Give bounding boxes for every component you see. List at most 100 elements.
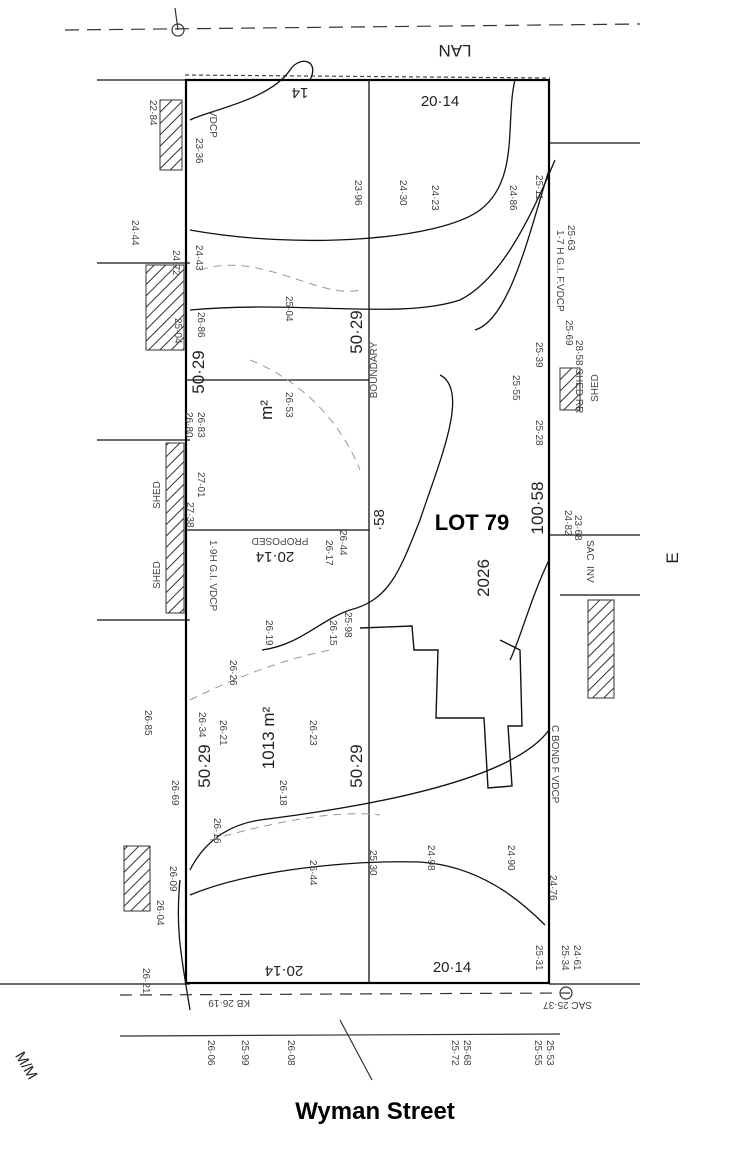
svg-text:25·31: 25·31: [533, 945, 544, 971]
left-lower-depth: 50·29: [195, 744, 214, 787]
mid-fraction: ·58: [371, 509, 388, 531]
mid-depth-lower: 50·29: [347, 744, 366, 787]
svg-text:25·04: 25·04: [283, 296, 294, 322]
svg-text:24·43: 24·43: [193, 245, 204, 271]
svg-text:26·34: 26·34: [196, 712, 207, 738]
svg-text:INV: INV: [584, 566, 595, 583]
svg-text:25·99: 25·99: [239, 1040, 250, 1066]
svg-text:25·69: 25·69: [563, 320, 574, 346]
svg-text:24·82: 24·82: [562, 510, 573, 536]
svg-text:26·85: 26·85: [142, 710, 153, 736]
svg-text:28·58 SHED RR: 28·58 SHED RR: [573, 340, 584, 413]
svg-text:25·11: 25·11: [533, 175, 544, 200]
sheds: [123, 99, 615, 912]
subdivision-lines: [186, 80, 370, 983]
svg-text:22·84: 22·84: [147, 100, 158, 126]
svg-text:26·15: 26·15: [327, 620, 338, 646]
svg-text:26·17: 26·17: [323, 540, 334, 566]
left-upper-depth: 50·29: [189, 350, 208, 393]
boundary-label: BOUNDARY: [369, 341, 380, 398]
easement-letter: E: [663, 552, 682, 563]
lot-label: LOT 79: [435, 510, 510, 535]
svg-text:25·28: 25·28: [533, 420, 544, 446]
proposed-label: PROPOSED: [252, 535, 309, 546]
svg-text:24·44: 24·44: [129, 220, 140, 246]
front-left-width: 20·14: [265, 962, 303, 979]
svg-text:25·63: 25·63: [565, 225, 576, 251]
svg-text:25·53: 25·53: [544, 1040, 555, 1066]
front-lot-area: 1013 m²: [259, 706, 278, 769]
svg-text:26·16: 26·16: [211, 818, 222, 844]
spot-levels: 22·84 23·36 23·96 24·30 24·23 24·86 25·1…: [129, 100, 583, 1066]
street-name: Wyman Street: [295, 1098, 455, 1125]
svg-text:24·76: 24·76: [547, 875, 558, 901]
lot-depth: 100·58: [528, 482, 547, 535]
svg-text:25·68: 25·68: [461, 1040, 472, 1066]
svg-text:26·18: 26·18: [277, 780, 288, 806]
svg-text:24·98: 24·98: [425, 845, 436, 871]
svg-text:24·30: 24·30: [397, 180, 408, 206]
svg-text:24·61: 24·61: [571, 945, 582, 971]
svg-text:26·80: 26·80: [183, 412, 194, 438]
svg-text:26·19: 26·19: [263, 620, 274, 646]
svg-text:26·06: 26·06: [205, 1040, 216, 1066]
svg-text:KB 26·19: KB 26·19: [208, 997, 250, 1008]
rear-dashed-line: [184, 74, 551, 79]
svg-text:26·04: 26·04: [154, 900, 165, 926]
svg-text:26·69: 26·69: [169, 780, 180, 806]
proposed-width: 20·14: [256, 548, 294, 565]
svg-text:26·21: 26·21: [217, 720, 228, 746]
svg-text:26·23: 26·23: [307, 720, 318, 746]
rear-right-width: 20·14: [421, 93, 459, 110]
svg-text:1·7 H G.I. F.VDCP: 1·7 H G.I. F.VDCP: [554, 230, 565, 312]
svg-text:C BOND F VDCP: C BOND F VDCP: [549, 725, 560, 804]
compass-label: M/M: [11, 1049, 40, 1083]
svg-text:27·38: 27·38: [184, 502, 195, 528]
contour-lines: [177, 60, 556, 1011]
svg-text:25·39: 25·39: [533, 342, 544, 368]
svg-text:25·72: 25·72: [449, 1040, 460, 1066]
svg-text:24·23: 24·23: [429, 185, 440, 211]
svg-text:25·30: 25·30: [367, 850, 378, 876]
svg-text:25·04: 25·04: [172, 318, 183, 344]
svg-text:23·68: 23·68: [572, 515, 583, 541]
svg-text:SAC: SAC: [584, 540, 595, 561]
svg-text:24·86: 24·86: [507, 185, 518, 211]
svg-text:26·86: 26·86: [195, 312, 206, 338]
svg-text:1·9H G.I. VDCP: 1·9H G.I. VDCP: [207, 540, 218, 611]
svg-text:SAC 25·37: SAC 25·37: [543, 999, 592, 1010]
svg-text:26·44: 26·44: [337, 530, 348, 556]
svg-text:26·53: 26·53: [283, 392, 294, 418]
shed-left-upper: SHED: [152, 481, 163, 509]
rear-left-width: 14: [292, 84, 309, 101]
shed-left-lower: SHED: [152, 561, 163, 589]
svg-text:24·72: 24·72: [170, 250, 181, 276]
m2-label: m²: [257, 400, 276, 420]
svg-text:26·83: 26·83: [195, 412, 206, 438]
annotations: VDCP 1·9H G.I. VDCP 1·7 H G.I. F.VDCP 28…: [207, 110, 595, 1010]
svg-text:VDCP: VDCP: [207, 110, 218, 138]
neighbour-lines: [0, 79, 640, 985]
lane-label: LAN: [438, 41, 471, 60]
lot-boundary: [184, 78, 551, 985]
front-right-width: 20·14: [433, 959, 471, 976]
svg-text:26·08: 26·08: [285, 1040, 296, 1066]
dashed-contours: [189, 264, 381, 841]
shed-right: SHED: [590, 374, 601, 402]
top-sewer-line: [64, 7, 641, 37]
existing-building: [359, 625, 523, 789]
svg-text:25·98: 25·98: [342, 612, 353, 638]
svg-text:25·34: 25·34: [559, 945, 570, 971]
svg-text:24·90: 24·90: [505, 845, 516, 871]
mid-depth-upper: 50·29: [347, 310, 366, 353]
svg-text:23·96: 23·96: [352, 180, 363, 206]
svg-text:26·26: 26·26: [227, 660, 238, 686]
svg-text:26·09: 26·09: [167, 866, 178, 892]
svg-text:26·21: 26·21: [140, 968, 151, 994]
svg-text:23·36: 23·36: [193, 138, 204, 164]
lot-area: 2026: [474, 559, 493, 597]
svg-text:27·01: 27·01: [195, 472, 206, 498]
svg-text:25·44: 25·44: [307, 860, 318, 886]
svg-text:25·55: 25·55: [510, 375, 521, 401]
